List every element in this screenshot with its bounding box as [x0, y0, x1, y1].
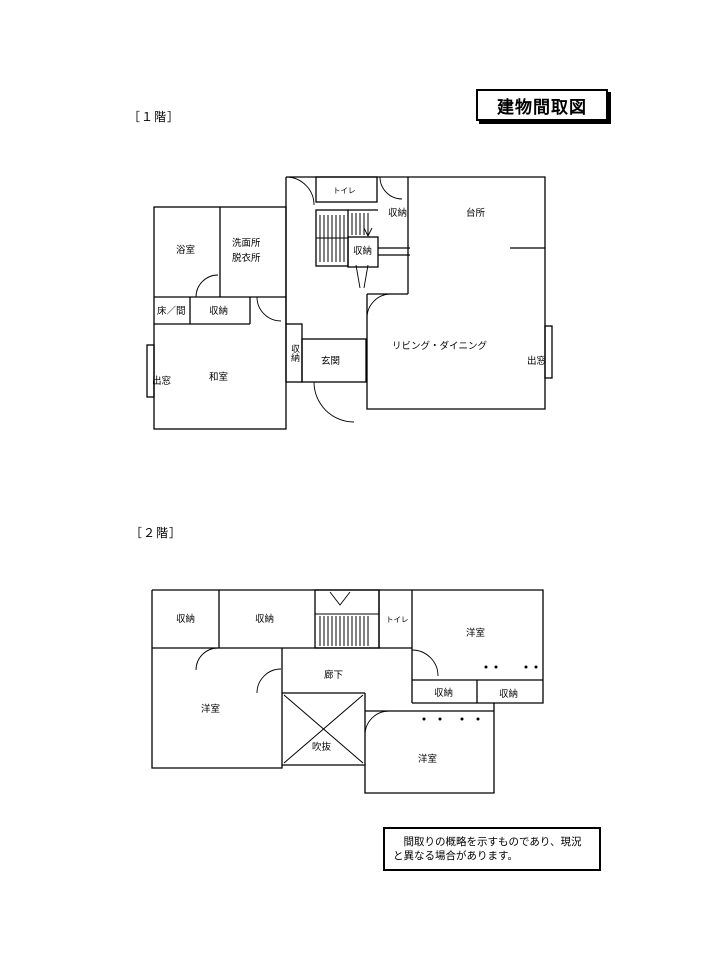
f1-toilet-label: トイレ	[333, 186, 356, 195]
f2-storage-1-label: 収納	[176, 613, 195, 625]
f2-storage-3-label: 収納	[434, 687, 453, 699]
f1-washroom-label-1: 洗面所	[232, 237, 261, 249]
plan-title: 建物間取図	[476, 89, 608, 121]
floor2-walls	[151, 589, 544, 794]
f2-storage-4-label: 収納	[499, 688, 518, 700]
f2-void-label: 吹抜	[312, 741, 332, 753]
f1-storage-vertical-label: 収納	[289, 343, 300, 363]
f1-storage-stair-label: 収納	[388, 207, 407, 219]
floor1-walls	[146, 176, 553, 430]
disclaimer-line-2: と異なる場合があります。	[393, 850, 518, 862]
f2-toilet-label: トイレ	[386, 615, 409, 624]
f1-bay-window-left-label: 出窓	[152, 375, 171, 387]
f1-washitsu-label: 和室	[209, 371, 228, 383]
void-cross	[283, 694, 364, 764]
floor2-door-swings	[195, 591, 439, 736]
f2-corridor-label: 廊下	[324, 669, 343, 681]
closet-door-markers	[422, 665, 538, 721]
f1-bath-label: 浴室	[176, 244, 195, 256]
floor2-stairs	[315, 613, 379, 646]
floor2-label: ［２階］	[130, 526, 183, 540]
f1-kitchen-label: 台所	[466, 207, 486, 219]
f1-closet-label: 収納	[209, 305, 228, 317]
f1-tokonoma-label: 床／間	[157, 305, 186, 317]
f1-living-label: リビング・ダイニング	[392, 340, 488, 352]
floor1-door-swings	[195, 176, 403, 423]
floor1-label: ［１階］	[128, 110, 181, 124]
disclaimer-line-1: 間取りの概略を示すものであり、現況	[393, 836, 582, 848]
f1-entrance-label: 玄関	[321, 355, 340, 367]
f2-western-s-label: 洋室	[418, 753, 437, 765]
f1-bay-window-right-label: 出窓	[527, 355, 546, 367]
f2-western-ne-label: 洋室	[466, 627, 485, 639]
f2-western-w-label: 洋室	[201, 703, 220, 715]
floor1-stairs	[316, 213, 369, 262]
f2-storage-2-label: 収納	[255, 613, 274, 625]
disclaimer-note: 間取りの概略を示すものであり、現況 と異なる場合があります。	[383, 827, 601, 871]
f1-storage-under-stair-label: 収納	[353, 245, 372, 257]
f1-washroom-label-2: 脱衣所	[232, 252, 261, 264]
